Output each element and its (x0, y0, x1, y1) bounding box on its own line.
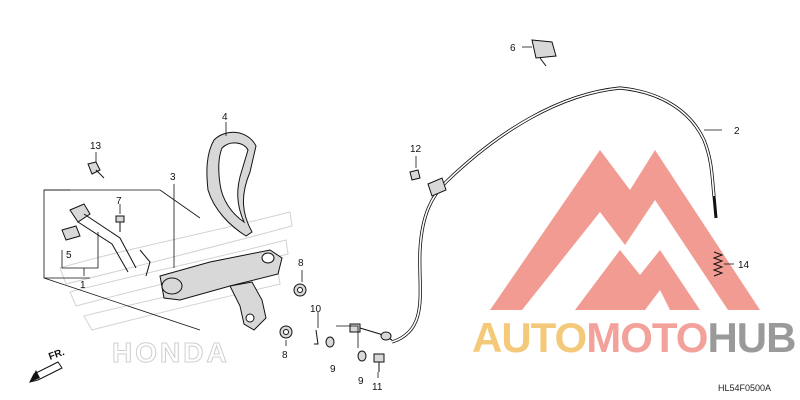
part-nut-8a (293, 283, 307, 297)
part-washer-9b (357, 350, 367, 362)
watermark-auto: AUTO (472, 314, 586, 361)
ghost-honda-logo: HONDA (59, 211, 293, 369)
front-direction-indicator: FR. (29, 347, 66, 383)
callout-7: 7 (116, 196, 122, 207)
callout-13: 13 (90, 141, 102, 152)
callout-3: 3 (170, 172, 176, 183)
part-cover (206, 131, 257, 237)
diagram-code: HL54F0500A (718, 383, 771, 393)
callout-11: 11 (372, 382, 383, 393)
callout-8a: 8 (298, 258, 304, 269)
part-pin-11 (373, 353, 385, 372)
callout-5: 5 (66, 250, 72, 261)
leader-lines (61, 46, 734, 378)
callout-6: 6 (510, 43, 516, 54)
watermark-hub: HUB (707, 314, 795, 361)
callout-8b: 8 (282, 350, 288, 361)
watermark-logo-mark (490, 150, 760, 310)
part-bolt-13 (87, 161, 105, 179)
ghost-logo-text: HONDA (112, 337, 230, 368)
cable-end-joint (349, 323, 393, 341)
callout-4: 4 (222, 112, 228, 123)
callout-9a: 9 (330, 364, 336, 375)
callout-2: 2 (734, 126, 740, 137)
watermark-brand: AUTOMOTOHUB (472, 314, 796, 361)
part-clip-6 (531, 39, 557, 67)
front-arrow-icon (30, 370, 40, 382)
callout-labels: 1 2 3 4 5 6 7 8 8 9 9 10 11 12 13 14 (66, 43, 750, 393)
watermark-moto: MOTO (586, 314, 707, 361)
part-pin-10 (314, 329, 319, 345)
callout-1: 1 (80, 280, 86, 291)
callout-10: 10 (310, 304, 322, 315)
callout-12: 12 (410, 144, 422, 155)
part-bolt-7 (115, 215, 125, 232)
assembly-bracket-outline (43, 189, 201, 331)
callout-14: 14 (738, 260, 750, 271)
part-switch (61, 203, 137, 273)
part-bolt-12 (409, 169, 447, 197)
part-nut-8b (279, 325, 293, 339)
part-spring-14 (712, 251, 724, 277)
part-cable (391, 86, 718, 344)
part-lever-assembly (139, 249, 283, 331)
part-washer-9a (325, 336, 335, 348)
svg-text:AUTOMOTOHUB: AUTOMOTOHUB (472, 314, 795, 361)
front-label: FR. (47, 347, 66, 363)
callout-9b: 9 (358, 376, 364, 387)
